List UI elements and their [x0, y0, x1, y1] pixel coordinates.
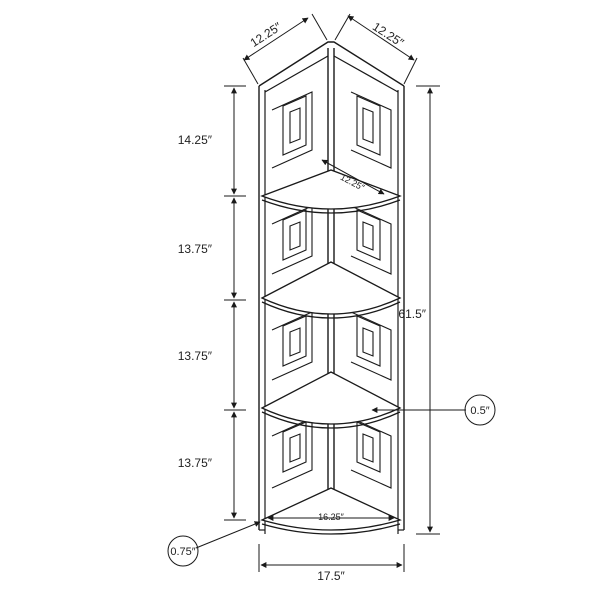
gap-1-label: 14.25″: [178, 133, 213, 147]
lattice-panels: [271, 91, 392, 489]
leg-size-label: 0.75″: [170, 546, 195, 558]
gap-3-label: 13.75″: [178, 349, 213, 363]
gap-4-label: 13.75″: [178, 456, 213, 470]
gap-2-label: 13.75″: [178, 242, 213, 256]
bottom-width-label: 16.25″: [318, 512, 345, 522]
overall-width-label: 17.5″: [317, 569, 345, 583]
total-height-label: 61.5″: [398, 307, 426, 321]
shelf-thickness-label: 0.5″: [470, 405, 489, 417]
dimension-lines: [167, 13, 496, 572]
